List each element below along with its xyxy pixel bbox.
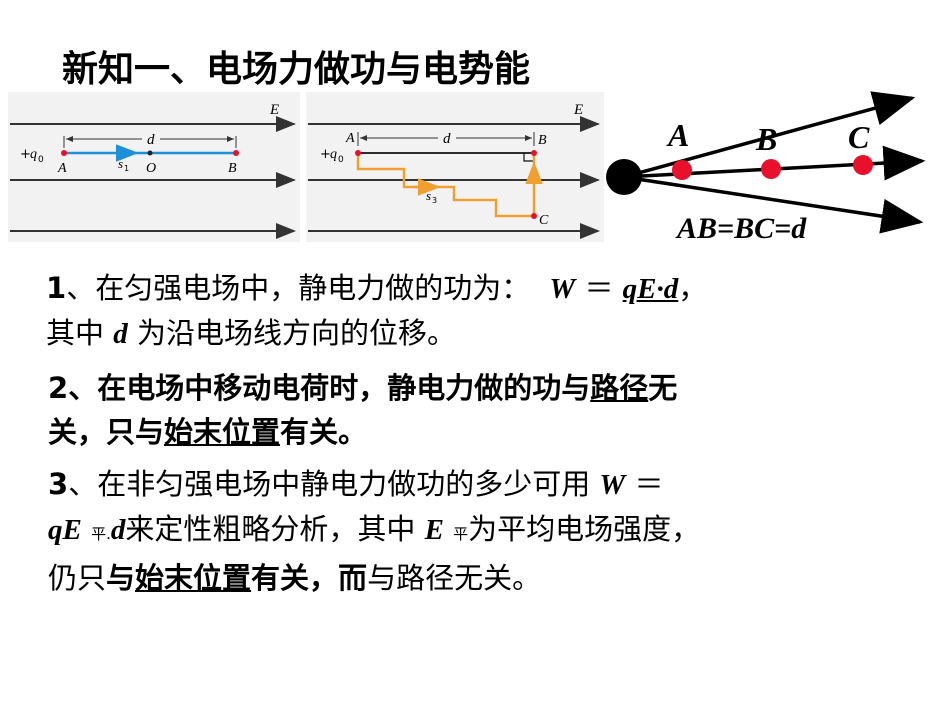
- path-label: s: [426, 188, 431, 203]
- path-s3: [356, 153, 534, 218]
- charge-label: q: [330, 147, 337, 162]
- distance-label: d: [443, 131, 451, 147]
- label-c: C: [539, 213, 549, 228]
- paragraph-1-line-1: 1、在匀强电场中，静电力做的功为： W ＝ qE·d，: [46, 266, 707, 311]
- underlined-text: 始末位置: [164, 415, 281, 449]
- paragraph-text: 仍只: [48, 561, 107, 595]
- formula-qed: qE·d: [622, 273, 679, 305]
- path-label: s: [118, 156, 123, 171]
- paragraph-text: 来定性粗略分析，其中: [125, 512, 416, 546]
- field-label: E: [269, 102, 279, 118]
- point-c: [853, 155, 873, 175]
- figure-radial-field: A B C AB=BC=d: [606, 91, 926, 245]
- point-a: [672, 160, 692, 180]
- underlined-text: 路径: [590, 371, 649, 405]
- charge-subscript: 0: [38, 155, 44, 165]
- label-b: B: [228, 161, 237, 176]
- point-b: [233, 150, 239, 156]
- point-a: [61, 150, 67, 156]
- paragraph-3-line-2: qE 平.d来定性粗略分析，其中 E 平为平均电场强度，: [48, 507, 700, 556]
- item-number: 3: [48, 467, 69, 501]
- figure-straight-path: E d + q 0 A s 1 O B: [8, 92, 300, 242]
- variable-d: d: [113, 318, 128, 350]
- point-b: [531, 150, 537, 156]
- paragraph-2-line-2: 关，只与始末位置有关。: [48, 410, 677, 454]
- point-a: [355, 150, 361, 156]
- charge-sign: +: [320, 147, 331, 162]
- field-label: E: [573, 102, 583, 118]
- formula-w: W: [599, 469, 626, 501]
- point-b: [761, 159, 781, 179]
- equals-sign: ＝: [634, 467, 664, 501]
- label-a: A: [666, 117, 689, 153]
- item-number: 1: [46, 271, 67, 305]
- label-b: B: [755, 121, 777, 157]
- bold-text: 有关，而: [251, 561, 368, 595]
- underlined-text: 始末位置: [135, 561, 252, 595]
- label-c: C: [848, 119, 870, 155]
- item-number: 2: [48, 371, 69, 405]
- paragraph-text: 无: [648, 371, 678, 405]
- paragraph-text: 为平均电场强度，: [468, 512, 701, 546]
- paragraph-text: 与路径无关。: [367, 561, 542, 595]
- formula-w: W: [549, 273, 576, 305]
- paragraph-text: 、在电场中移动电荷时，静电力做的功与: [68, 371, 591, 405]
- point-c: [531, 213, 537, 219]
- paragraph-1-line-2: 其中 d 为沿电场线方向的位移。: [46, 311, 707, 356]
- distance-label: d: [147, 132, 155, 148]
- charge-label: q: [30, 147, 37, 162]
- paragraph-text: 为沿电场线方向的位移。: [136, 316, 456, 350]
- bold-text: 与: [106, 561, 136, 595]
- charge-sign: +: [20, 147, 31, 162]
- page-title: 新知一、电场力做功与电势能: [62, 49, 531, 90]
- dot: .: [106, 525, 111, 543]
- variable-d: d: [110, 514, 126, 546]
- label-b: B: [538, 133, 547, 148]
- formula-qe: qE: [48, 514, 82, 546]
- paragraph-3-line-1: 3、在非匀强电场中静电力做功的多少可用 W ＝: [48, 462, 700, 507]
- paragraph-text: 其中: [46, 316, 105, 350]
- charge-subscript: 0: [338, 155, 344, 165]
- paragraph-2: 2、在电场中移动电荷时，静电力做的功与路径无 关，只与始末位置有关。: [48, 366, 677, 454]
- paragraph-text: 、在非匀强电场中静电力做功的多少可用: [68, 467, 591, 501]
- label-a: A: [345, 131, 355, 146]
- paragraph-text: 有关。: [280, 415, 368, 449]
- paragraph-3-line-3: 仍只与始末位置有关，而与路径无关。: [48, 556, 700, 600]
- comma: ，: [678, 271, 708, 305]
- field-line: [623, 91, 916, 179]
- subscript-ping: 平: [453, 525, 469, 543]
- paragraph-1: 1、在匀强电场中，静电力做的功为： W ＝ qE·d， 其中 d 为沿电场线方向…: [46, 266, 707, 356]
- source-charge: [606, 159, 642, 195]
- field-line: [623, 175, 924, 234]
- paragraph-text: 、在匀强电场中，静电力做的功为：: [66, 271, 531, 305]
- label-a: A: [57, 161, 67, 176]
- variable-e: E: [424, 514, 444, 546]
- figure-stepped-path: E d A + q 0 B s 3 C: [306, 92, 604, 242]
- paragraph-2-line-1: 2、在电场中移动电荷时，静电力做的功与路径无: [48, 366, 677, 410]
- path-subscript: 3: [432, 196, 437, 205]
- label-o: O: [146, 161, 156, 176]
- equals-sign: ＝: [584, 271, 614, 305]
- equation-label: AB=BC=d: [675, 212, 807, 245]
- path-subscript: 1: [124, 164, 129, 173]
- subscript-ping: 平: [91, 525, 107, 543]
- paragraph-3: 3、在非匀强电场中静电力做功的多少可用 W ＝ qE 平.d来定性粗略分析，其中…: [48, 462, 700, 600]
- point-o: [147, 150, 153, 156]
- paragraph-text: 关，只与: [48, 415, 165, 449]
